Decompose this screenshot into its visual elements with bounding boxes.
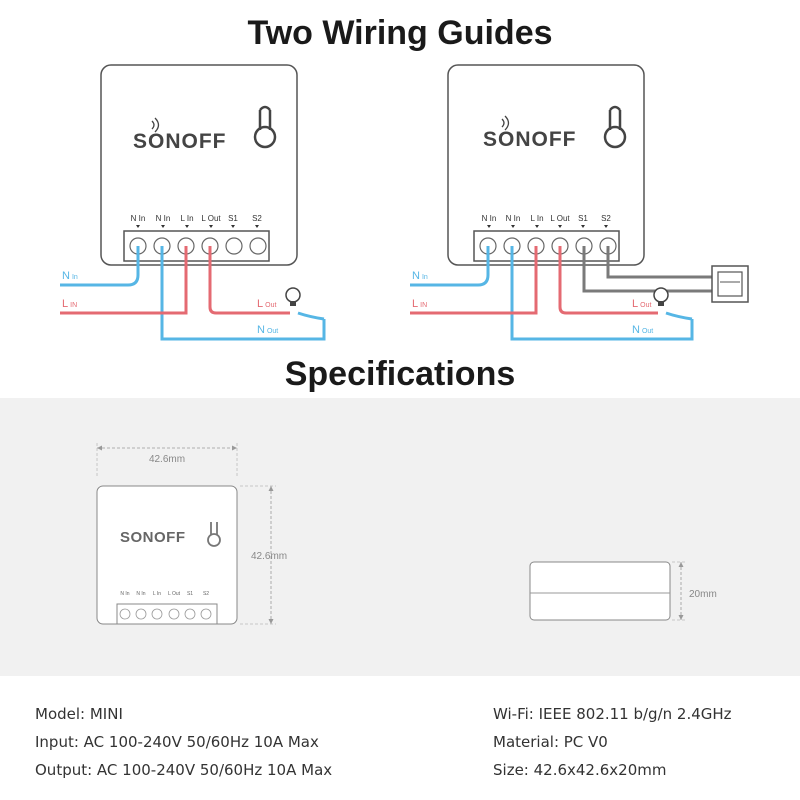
specifications-panel: 42.6mm 42.6mm SONOFF N In N In: [0, 398, 800, 676]
bulb-icon: [653, 287, 669, 306]
width-label: 42.6mm: [149, 454, 185, 465]
height-label: 42.6mm: [251, 551, 287, 562]
terminal-label: L In: [153, 591, 161, 597]
terminal-label: N In: [136, 591, 145, 597]
terminal-label: L Out: [201, 214, 221, 223]
terminal-label: N In: [131, 214, 146, 223]
brand-logo: SONOFF: [120, 529, 186, 546]
terminal-label: S2: [203, 591, 209, 597]
depth-label: 20mm: [689, 589, 717, 600]
neutral-wires: [60, 246, 326, 341]
terminal-block: [123, 230, 270, 262]
spec-model: Model: MINI: [35, 705, 123, 723]
neutral-wires: [410, 246, 694, 341]
terminal-label: N In: [120, 591, 129, 597]
terminal-label: L In: [180, 214, 193, 223]
spec-output: Output: AC 100-240V 50/60Hz 10A Max: [35, 761, 333, 779]
wiring-diagram-with-switch: SONOFF N In N In L In L Out S1 S2: [410, 64, 749, 341]
side-view-device: [529, 561, 671, 621]
live-wires: [60, 246, 290, 315]
wifi-icon: [151, 117, 160, 133]
switch-wires: [582, 246, 712, 293]
spec-input: Input: AC 100-240V 50/60Hz 10A Max: [35, 733, 319, 751]
spec-list-left: Model: MINI Input: AC 100-240V 50/60Hz 1…: [35, 700, 332, 784]
pairing-button-icon: [603, 105, 627, 149]
height-dimension: 42.6mm: [240, 485, 287, 625]
pairing-button-icon: [253, 105, 277, 149]
bulb-icon: [285, 287, 301, 306]
terminal-label: L Out: [550, 214, 570, 223]
terminal-label: S1: [578, 214, 588, 223]
terminal-label: N In: [156, 214, 171, 223]
terminal-label: L Out: [168, 591, 181, 597]
spec-material: Material: PC V0: [493, 733, 608, 751]
terminal-labels: N In N In L In L Out S1 S2: [131, 214, 262, 228]
front-view-device: SONOFF N In N In L In L Out S1 S2: [96, 485, 238, 625]
brand-logo: SONOFF: [133, 130, 227, 153]
terminal-labels: N In N In L In L Out S1 S2: [482, 214, 611, 228]
pairing-button-icon: [207, 522, 221, 547]
dimension-drawings: 42.6mm 42.6mm SONOFF N In N In: [96, 443, 717, 625]
spec-wifi: Wi-Fi: IEEE 802.11 b/g/n 2.4GHz: [493, 705, 732, 723]
terminal-label: N In: [482, 214, 497, 223]
spec-list-right: Wi-Fi: IEEE 802.11 b/g/n 2.4GHz Material…: [493, 700, 732, 784]
wiring-diagram-basic: SONOFF N In N In L In L Out S1 S2: [60, 64, 326, 341]
spec-size: Size: 42.6x42.6x20mm: [493, 761, 667, 779]
terminal-block: [473, 230, 620, 262]
depth-dimension: 20mm: [672, 561, 717, 621]
terminal-label: S1: [228, 214, 238, 223]
wifi-icon: [501, 115, 510, 131]
device-body: SONOFF: [100, 64, 298, 266]
wiring-guides-title: Two Wiring Guides: [247, 14, 553, 52]
live-wires: [410, 246, 658, 315]
terminal-label: S2: [601, 214, 611, 223]
terminal-label: S1: [187, 591, 193, 597]
width-dimension: 42.6mm: [96, 443, 238, 478]
device-body: SONOFF: [447, 64, 645, 266]
brand-logo: SONOFF: [483, 128, 577, 151]
terminal-label: S2: [252, 214, 262, 223]
terminal-label: N In: [506, 214, 521, 223]
wall-switch-icon: [711, 265, 749, 303]
terminal-label: L In: [530, 214, 543, 223]
specifications-title: Specifications: [284, 355, 516, 393]
